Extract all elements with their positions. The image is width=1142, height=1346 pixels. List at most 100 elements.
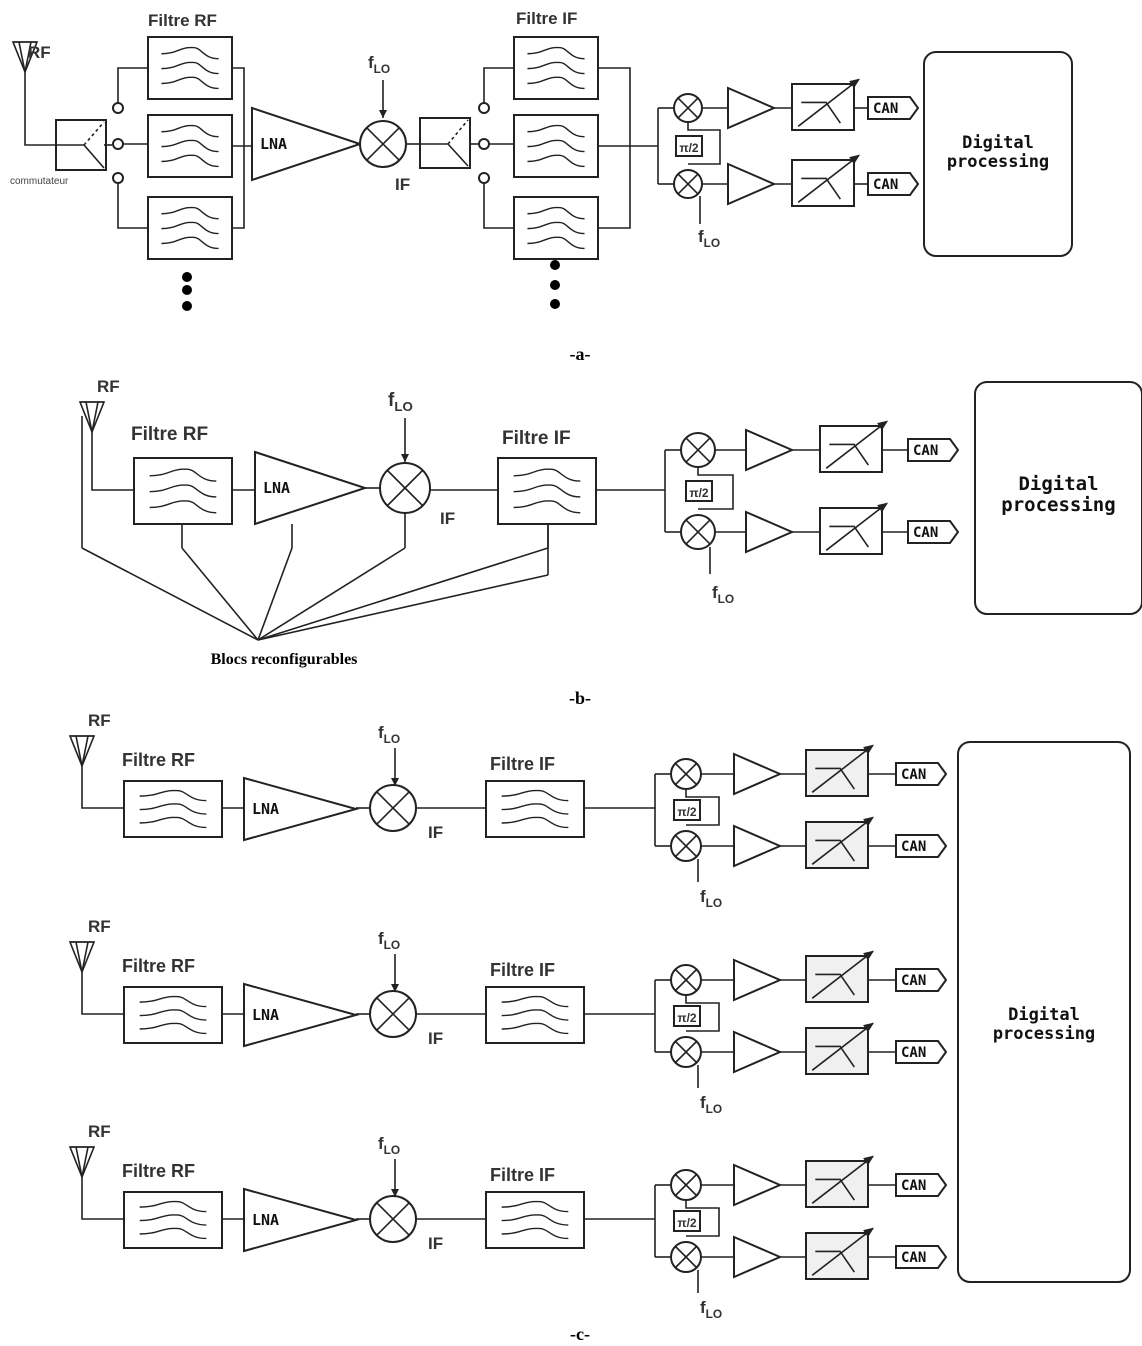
filter-if-label: Filtre IF (516, 9, 577, 28)
filter-rf-label: Filtre RF (122, 750, 195, 770)
ellipsis-dot (550, 299, 560, 309)
flo-subscript: LO (374, 62, 391, 76)
antenna-inner (18, 41, 26, 73)
ellipsis-dot (182, 272, 192, 282)
wire (91, 438, 134, 491)
antenna-inner (75, 1146, 83, 1178)
quad-box (673, 1210, 701, 1232)
caption-a: -a- (570, 344, 591, 364)
dsp-label-line1: Digital (962, 133, 1034, 153)
can-adc: CAN (895, 1173, 948, 1197)
if-filter (485, 1191, 585, 1249)
can-shape (895, 762, 948, 786)
quad-label: π/2 (677, 805, 697, 819)
lna-amplifier: LNA (243, 776, 360, 842)
dsp-label-line1: Digital (1008, 1005, 1080, 1025)
if-filter (497, 457, 597, 525)
i-mixer-icon (673, 93, 703, 123)
lna-label: LNA (260, 135, 287, 153)
wire (81, 1183, 124, 1220)
quad-label: π/2 (677, 1216, 697, 1230)
filter-box (497, 457, 597, 525)
flo-f: fLO (388, 390, 413, 414)
flo-label: fLO (712, 583, 734, 606)
rf-filter (123, 1191, 223, 1249)
filter-box (485, 1191, 585, 1249)
mixer-cross (674, 968, 698, 992)
antenna-icon (78, 401, 106, 438)
arrow-head (863, 1227, 875, 1238)
filter-rf-label: Filtre RF (122, 1161, 195, 1181)
tunable-lowpass-filter (805, 744, 875, 797)
wire (483, 67, 514, 103)
can-adc: CAN (867, 172, 920, 196)
filter-wave-icon (501, 1227, 569, 1240)
filter-wave-icon (161, 236, 219, 250)
flo-subscript: LO (384, 1143, 401, 1157)
lna-amplifier: LNA (254, 450, 369, 526)
filter-wave-icon (501, 803, 569, 815)
tunable-lowpass-filter (805, 1022, 875, 1075)
rf-label: RF (88, 1122, 111, 1141)
lna-triangle (251, 106, 364, 182)
dsp-label-line2: processing (1001, 494, 1115, 516)
amplifier-icon (727, 162, 777, 206)
filter-wave-icon (149, 468, 217, 482)
filter-wave-icon (527, 139, 585, 153)
antenna-icon (68, 1146, 96, 1183)
antenna-triangle (68, 1146, 96, 1180)
amplifier-icon (733, 1235, 783, 1279)
lpf-tune-arrow (797, 78, 860, 127)
filter-wave-icon (527, 46, 585, 60)
can-label: CAN (873, 177, 898, 193)
filter-wave-icon (527, 236, 585, 250)
lpf-tune-arrow (797, 154, 860, 203)
ellipsis-dot (182, 285, 192, 295)
lpf-curve (801, 101, 842, 124)
arrow-head (877, 420, 889, 431)
lna-label: LNA (252, 800, 279, 818)
filter-wave-icon (501, 1009, 569, 1021)
arrow-head (863, 1022, 875, 1033)
filter-wave-icon (527, 206, 585, 220)
i-mixer-icon (670, 758, 702, 790)
if-filter-1 (513, 36, 599, 100)
flo-f: fLO (378, 929, 400, 952)
switch-contact-dashed (83, 121, 105, 146)
can-label: CAN (901, 973, 926, 989)
flo-f: fLO (368, 53, 390, 76)
amplifier-icon (733, 1030, 783, 1074)
filter-if-label: Filtre IF (490, 754, 555, 774)
lpf-tune-arrow (811, 816, 874, 865)
filter-box (485, 986, 585, 1044)
q-mixer-icon (680, 514, 716, 550)
lna-label: LNA (263, 479, 290, 497)
lpf-curve (815, 767, 856, 790)
if-filter (485, 986, 585, 1044)
lo-quad-wire (687, 122, 721, 165)
antenna-icon (68, 735, 96, 772)
antenna-inner (75, 735, 83, 767)
can-adc: CAN (895, 834, 948, 858)
switch-terminal (112, 102, 124, 114)
if-label: IF (428, 1234, 443, 1253)
lna-amplifier: LNA (251, 106, 364, 182)
can-label: CAN (913, 443, 938, 459)
lna-triangle (254, 450, 369, 526)
can-label: CAN (901, 1250, 926, 1266)
lo-quad-wire (685, 1200, 720, 1237)
filter-wave-icon (161, 206, 219, 220)
lpf-tune-arrow (811, 1155, 874, 1204)
arrow-head (391, 778, 399, 786)
caption-c: -c- (570, 1324, 590, 1344)
antenna-inner (85, 401, 93, 433)
lpf-tune-arrow (811, 744, 874, 793)
mixer-cross (376, 997, 410, 1031)
reconfigurable-blocks-label: Blocs reconfigurables (211, 651, 358, 668)
switch-terminal (478, 102, 490, 114)
